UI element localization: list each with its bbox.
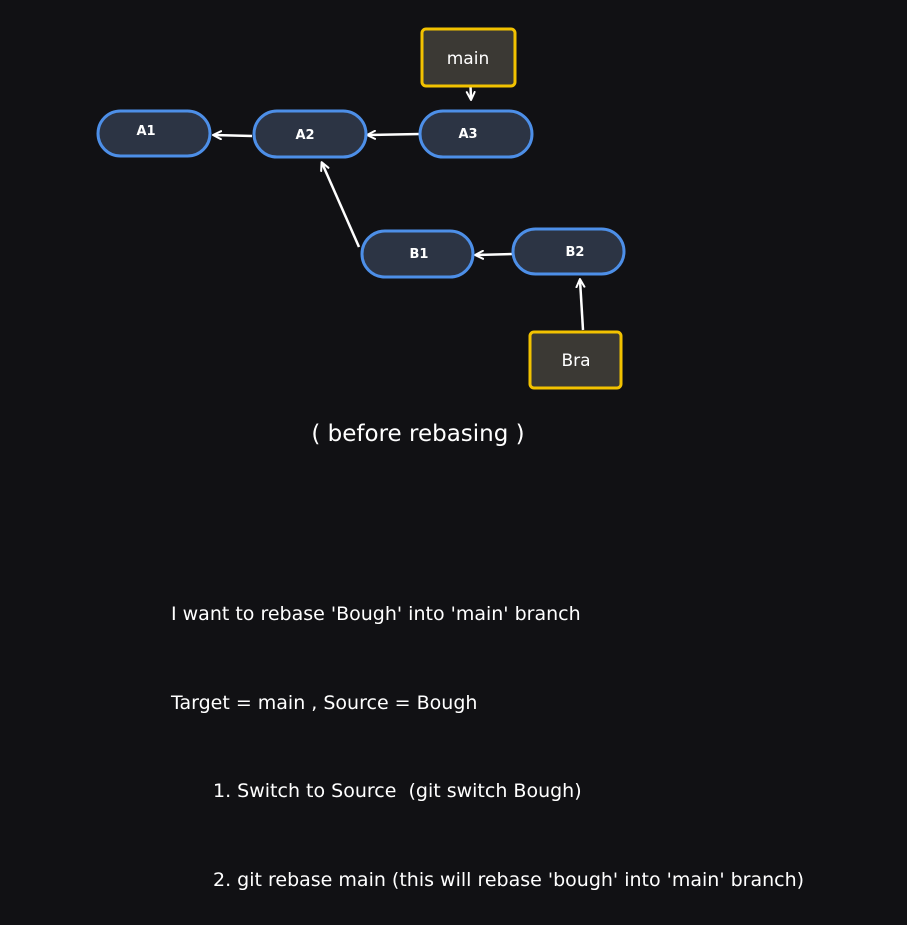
branch-label-bra: Bra xyxy=(561,351,590,371)
commit-label-b2: B2 xyxy=(566,245,585,260)
notes-line-intent: I want to rebase 'Bough' into 'main' bra… xyxy=(171,603,581,625)
edge-b2-to-b1 xyxy=(474,249,514,260)
edge-a2-to-a1 xyxy=(212,130,253,141)
commit-label-a2: A2 xyxy=(295,128,314,143)
git-graph-diagram: A1 A2 A3 B1 B2 main Bra xyxy=(96,27,626,390)
diagram-caption: ( before rebasing ) xyxy=(311,421,525,447)
commit-node-b2: B2 xyxy=(511,227,626,276)
notes-line-target-source: Target = main , Source = Bough xyxy=(171,691,478,714)
commit-node-b1: B1 xyxy=(360,229,475,279)
edge-bra-to-b2 xyxy=(575,278,586,331)
commit-node-a1: A1 xyxy=(96,109,212,158)
commit-node-a3: A3 xyxy=(418,109,534,159)
commit-label-a1: A1 xyxy=(136,124,155,139)
notes-step-1: 1. Switch to Source (git switch Bough) xyxy=(213,780,582,802)
commit-label-a3: A3 xyxy=(458,127,477,142)
branch-pointer-bra: Bra xyxy=(528,330,623,390)
rebase-notes: I want to rebase 'Bough' into 'main' bra… xyxy=(171,541,804,925)
edge-a3-to-a2 xyxy=(366,129,421,140)
commit-label-b1: B1 xyxy=(410,247,429,262)
branch-label-main: main xyxy=(447,49,489,69)
edge-b1-to-a2 xyxy=(320,161,361,248)
branch-pointer-main: main xyxy=(420,27,517,88)
notes-step-2: 2. git rebase main (this will rebase 'bo… xyxy=(213,868,805,891)
commit-node-a2: A2 xyxy=(252,109,368,159)
